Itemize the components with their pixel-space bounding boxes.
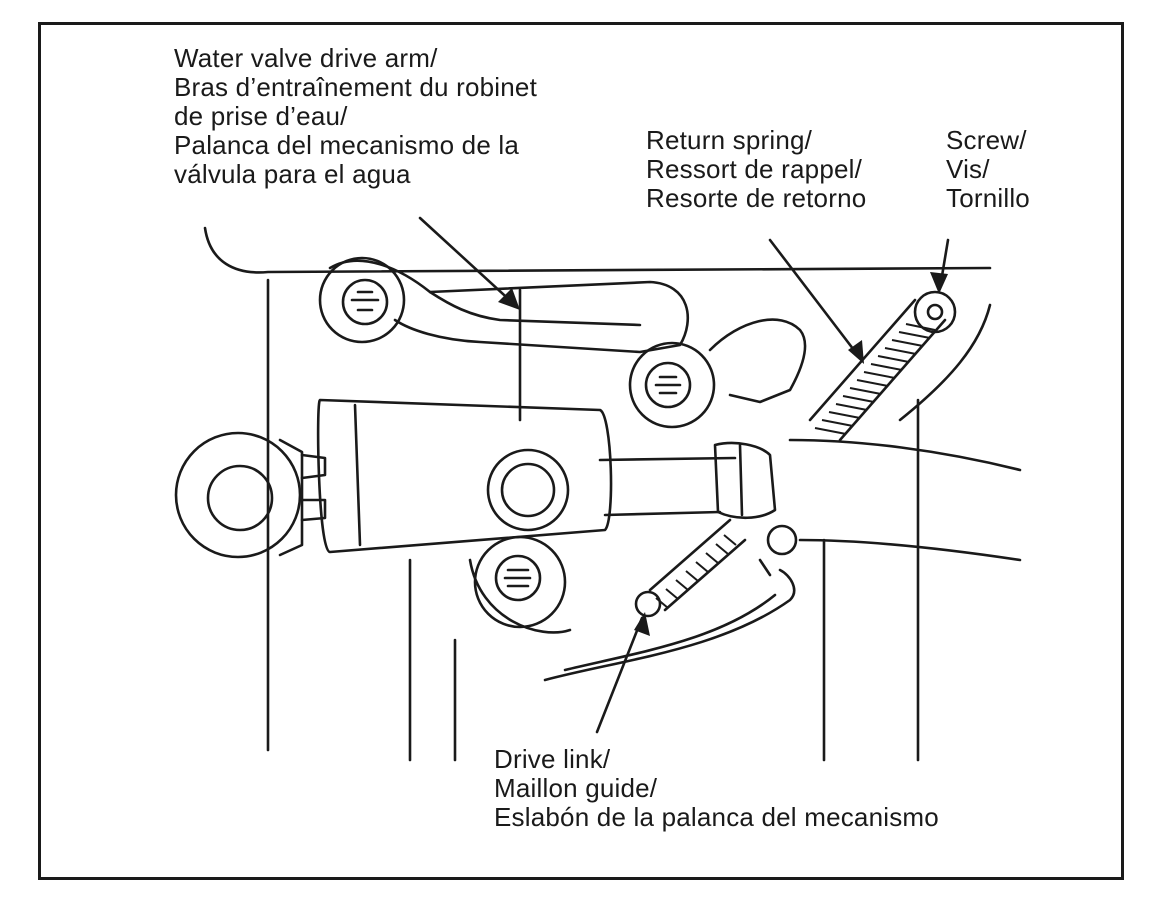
drive-lever: [708, 318, 807, 404]
label-drive-link: Drive link/ Maillon guide/ Eslabón de la…: [494, 745, 939, 832]
arrow-return-spring: [768, 238, 862, 360]
hose-right-top: [788, 438, 1022, 472]
hose-top: [598, 456, 737, 462]
label-screw: Screw/ Vis/ Tornillo: [946, 126, 1030, 213]
inlet-fitting-outer: [174, 431, 302, 559]
label-line: válvula para el agua: [174, 159, 411, 189]
label-line: Bras d’entraînement du robinet: [174, 72, 537, 102]
drive-link-eye: [634, 590, 662, 618]
hose-right-bottom: [798, 538, 1022, 562]
arrowhead-water-valve: [498, 288, 520, 310]
arrowhead-return-spring: [848, 340, 864, 364]
arrow-drive-link: [595, 616, 644, 734]
label-line: Ressort de rappel/: [646, 154, 863, 184]
label-line: Eslabón de la palanca del mecanismo: [494, 802, 939, 832]
arrowhead-drive-link: [634, 612, 650, 636]
valve-body-inner: [353, 403, 362, 547]
valve-center-hole: [500, 462, 556, 518]
right-housing-curve: [898, 303, 992, 422]
arrowhead-screw: [930, 272, 948, 294]
label-line: Water valve drive arm/: [174, 43, 438, 73]
label-line: Vis/: [946, 154, 990, 184]
drive-arm-slot: [428, 290, 642, 327]
arrow-water-valve: [418, 216, 517, 307]
upper-right-bolt-outer: [628, 341, 716, 429]
label-line: de prise d’eau/: [174, 101, 348, 131]
machine-panel-outline: [203, 226, 992, 274]
label-line: Return spring/: [646, 125, 813, 155]
return-spring-outline-bottom: [838, 318, 947, 442]
inlet-fitting-inner: [206, 464, 274, 532]
spring-coils: [655, 323, 936, 609]
hose-clamp: [713, 441, 777, 520]
label-line: Drive link/: [494, 744, 611, 774]
upper-right-bolt-inner: [644, 361, 692, 409]
upper-left-bolt-outer: [318, 256, 406, 344]
hose-bottom: [603, 510, 722, 517]
drive-link-wire: [543, 568, 796, 682]
spring-screw-head: [913, 290, 957, 334]
lower-bolt-outer: [473, 535, 567, 629]
spring-lower-section-bottom: [663, 538, 747, 612]
label-line: Screw/: [946, 125, 1027, 155]
label-line: Palanca del mecanismo de la: [174, 130, 520, 160]
spring-lower-section-top: [648, 518, 732, 592]
diagram-frame: [38, 22, 1124, 880]
drive-arm-plate: [328, 259, 690, 354]
label-return-spring: Return spring/ Ressort de rappel/ Resort…: [646, 126, 866, 213]
lower-screw: [766, 524, 798, 556]
label-line: Tornillo: [946, 183, 1030, 213]
label-line: Resorte de retorno: [646, 183, 867, 213]
label-water-valve-drive-arm: Water valve drive arm/ Bras d’entraîneme…: [174, 44, 537, 189]
valve-body: [316, 398, 613, 554]
label-line: Maillon guide/: [494, 773, 658, 803]
lower-bolt-inner: [494, 554, 542, 602]
upper-left-bolt-inner: [341, 278, 389, 326]
